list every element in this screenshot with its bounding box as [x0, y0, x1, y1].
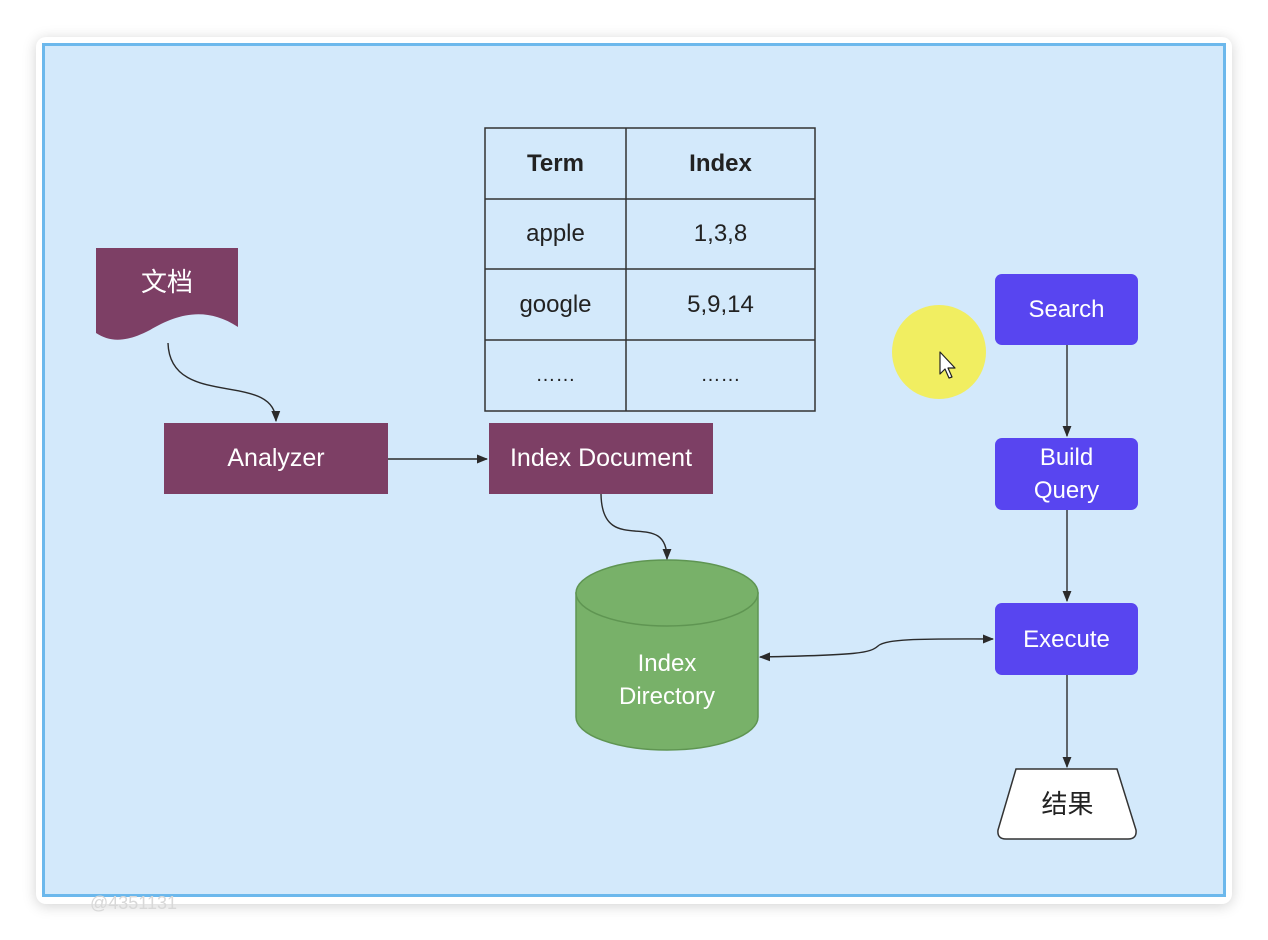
table-cell-index: …… — [700, 364, 741, 386]
document-shape — [96, 248, 238, 340]
result-label: 结果 — [1041, 788, 1094, 819]
index-document-box — [489, 423, 713, 494]
cursor-icon — [939, 351, 956, 379]
cursor-highlight — [892, 305, 986, 399]
build-query-label: Build Query — [995, 438, 1138, 510]
build-query-line2: Query — [1033, 477, 1100, 504]
watermark: @4351131 — [90, 893, 178, 913]
search-label: Search — [1028, 296, 1105, 323]
table-cell-index: 1,3,8 — [693, 220, 748, 247]
document-label: 文档 — [140, 266, 193, 297]
index-directory-line2: Directory — [618, 683, 715, 710]
index-directory-line1: Index — [637, 650, 697, 677]
connector-document-analyzer — [167, 342, 281, 423]
index-directory-cylinder — [575, 559, 759, 751]
table-cell-term: google — [519, 290, 592, 318]
index-document-label: Index Document — [509, 444, 693, 472]
index-directory-label: Index Directory — [576, 640, 758, 720]
table-cell-term: …… — [535, 364, 576, 386]
search-box — [995, 274, 1138, 345]
connector-directory-execute — [758, 634, 995, 662]
table-cell-index: 5,9,14 — [687, 290, 754, 318]
analyzer-label: Analyzer — [227, 444, 325, 472]
analyzer-box — [164, 423, 388, 494]
term-table-grid — [484, 127, 816, 412]
execute-label: Execute — [1023, 625, 1110, 653]
connector-index-document-directory — [600, 493, 672, 561]
table-header-index: Index — [689, 149, 752, 177]
build-query-box — [995, 438, 1138, 510]
table-header-term: Term — [527, 149, 584, 177]
execute-box — [995, 603, 1138, 675]
result-shape — [997, 768, 1137, 840]
build-query-line1: Build — [1039, 444, 1094, 471]
table-cell-term: apple — [526, 220, 585, 247]
